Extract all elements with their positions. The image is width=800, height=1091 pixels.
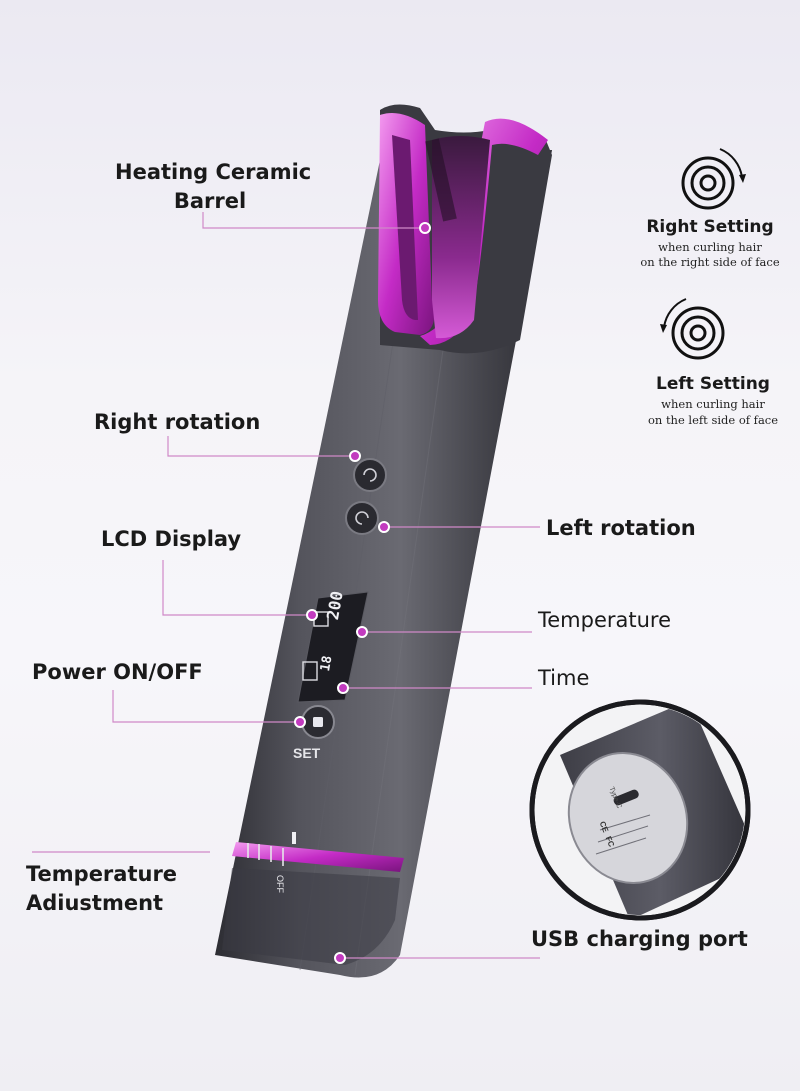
left-setting-sub2: on the left side of face (647, 413, 779, 427)
dial-off-label: OFF (275, 875, 285, 893)
left-rotation-icon (660, 298, 725, 360)
callout-dots (294, 222, 431, 964)
usb-port-inset (529, 699, 751, 921)
temperature-label: Temperature (538, 608, 672, 632)
lcd-time-readout: 18 (318, 654, 336, 673)
right-rotation-label: Right rotation (94, 410, 261, 434)
left-rotation-button[interactable] (345, 501, 379, 535)
right-setting-title: Right Setting (646, 217, 774, 237)
temperature-adjustment-label-line2: Adiustment (26, 891, 164, 915)
usb-port-label: USB charging port (531, 927, 748, 951)
heating-barrel-label-line2: Barrel (173, 189, 247, 213)
right-setting-sub2: on the right side of face (640, 255, 780, 269)
power-button[interactable] (301, 705, 335, 739)
heating-barrel (378, 112, 548, 345)
set-label: SET (293, 745, 321, 761)
right-rotation-button[interactable] (353, 458, 387, 492)
right-rotation-icon (681, 148, 746, 210)
power-label: Power ON/OFF (32, 660, 203, 684)
left-setting-sub1: when curling hair (661, 397, 765, 411)
temperature-adjustment-label: Temperature Adiustment (26, 860, 177, 918)
callout-leaders (32, 212, 540, 959)
temperature-adjustment-label-line1: Temperature (26, 862, 178, 886)
lcd-display-label: LCD Display (101, 527, 242, 551)
heating-barrel-label-line1: Heating Ceramic (115, 160, 312, 184)
time-label: Time (538, 666, 590, 690)
right-setting-sub1: when curling hair (658, 240, 762, 254)
temperature-dial[interactable] (232, 832, 404, 872)
heating-barrel-label: Heating Ceramic Barrel (115, 158, 312, 216)
left-rotation-label: Left rotation (546, 516, 696, 540)
left-setting-title: Left Setting (656, 374, 770, 394)
